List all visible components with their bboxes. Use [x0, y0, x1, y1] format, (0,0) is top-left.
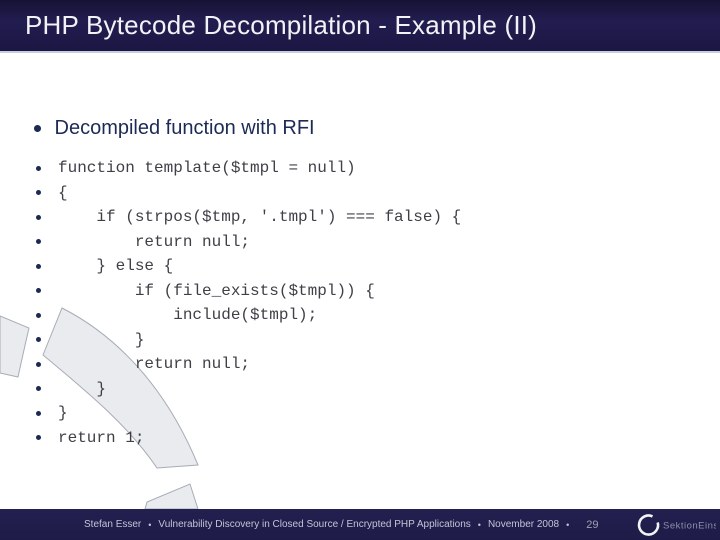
bullet-icon: [36, 361, 41, 367]
footer-separator: •: [148, 519, 152, 530]
code-line: }: [36, 377, 461, 402]
bullet-icon: [36, 239, 41, 245]
sektioneins-logo: SektionEins: [637, 513, 716, 536]
code-line: function template($tmpl = null): [36, 156, 461, 181]
code-line: }: [36, 328, 461, 353]
section-heading: Decompiled function with RFI: [54, 116, 315, 139]
heading-row: Decompiled function with RFI: [30, 117, 315, 139]
footer-bar: Stefan Esser • Vulnerability Discovery i…: [0, 509, 720, 540]
bullet-icon: [33, 124, 41, 132]
logo-text: SektionEins: [663, 520, 716, 531]
bullet-icon: [36, 190, 41, 196]
bullet-icon: [36, 435, 41, 441]
code-line: return null;: [36, 352, 461, 377]
bullet-icon: [36, 288, 41, 294]
background-arc-band: [42, 307, 199, 469]
footer-separator: •: [477, 519, 481, 530]
footer-separator: •: [566, 519, 570, 530]
header-divider: [0, 51, 720, 53]
code-line: return 1;: [36, 426, 461, 451]
code-line: return null;: [36, 230, 461, 255]
code-line: {: [36, 181, 461, 206]
code-bullet-list: function template($tmpl = null) { if (st…: [36, 156, 461, 450]
logo-ring-icon: [637, 513, 660, 536]
page-title: PHP Bytecode Decompilation - Example (II…: [25, 10, 538, 40]
background-arc-sliver: [0, 315, 30, 378]
footer-author: Stefan Esser: [84, 519, 142, 530]
bullet-icon: [36, 312, 41, 318]
page-number: 29: [586, 518, 599, 531]
header-bar: PHP Bytecode Decompilation - Example (II…: [0, 0, 720, 51]
bullet-icon: [36, 386, 41, 392]
footer-subject: Vulnerability Discovery in Closed Source…: [158, 519, 471, 530]
bullet-icon: [36, 337, 41, 343]
code-line: include($tmpl);: [36, 303, 461, 328]
code-line: }: [36, 401, 461, 426]
bullet-icon: [36, 214, 41, 220]
bullet-icon: [36, 410, 41, 416]
bullet-icon: [36, 263, 41, 269]
code-line: if (file_exists($tmpl)) {: [36, 279, 461, 304]
bullet-icon: [36, 165, 41, 171]
code-line: } else {: [36, 254, 461, 279]
footer-date: November 2008: [487, 519, 560, 530]
footer-credits: Stefan Esser • Vulnerability Discovery i…: [0, 519, 599, 531]
code-line: if (strpos($tmp, '.tmpl') === false) {: [36, 205, 461, 230]
